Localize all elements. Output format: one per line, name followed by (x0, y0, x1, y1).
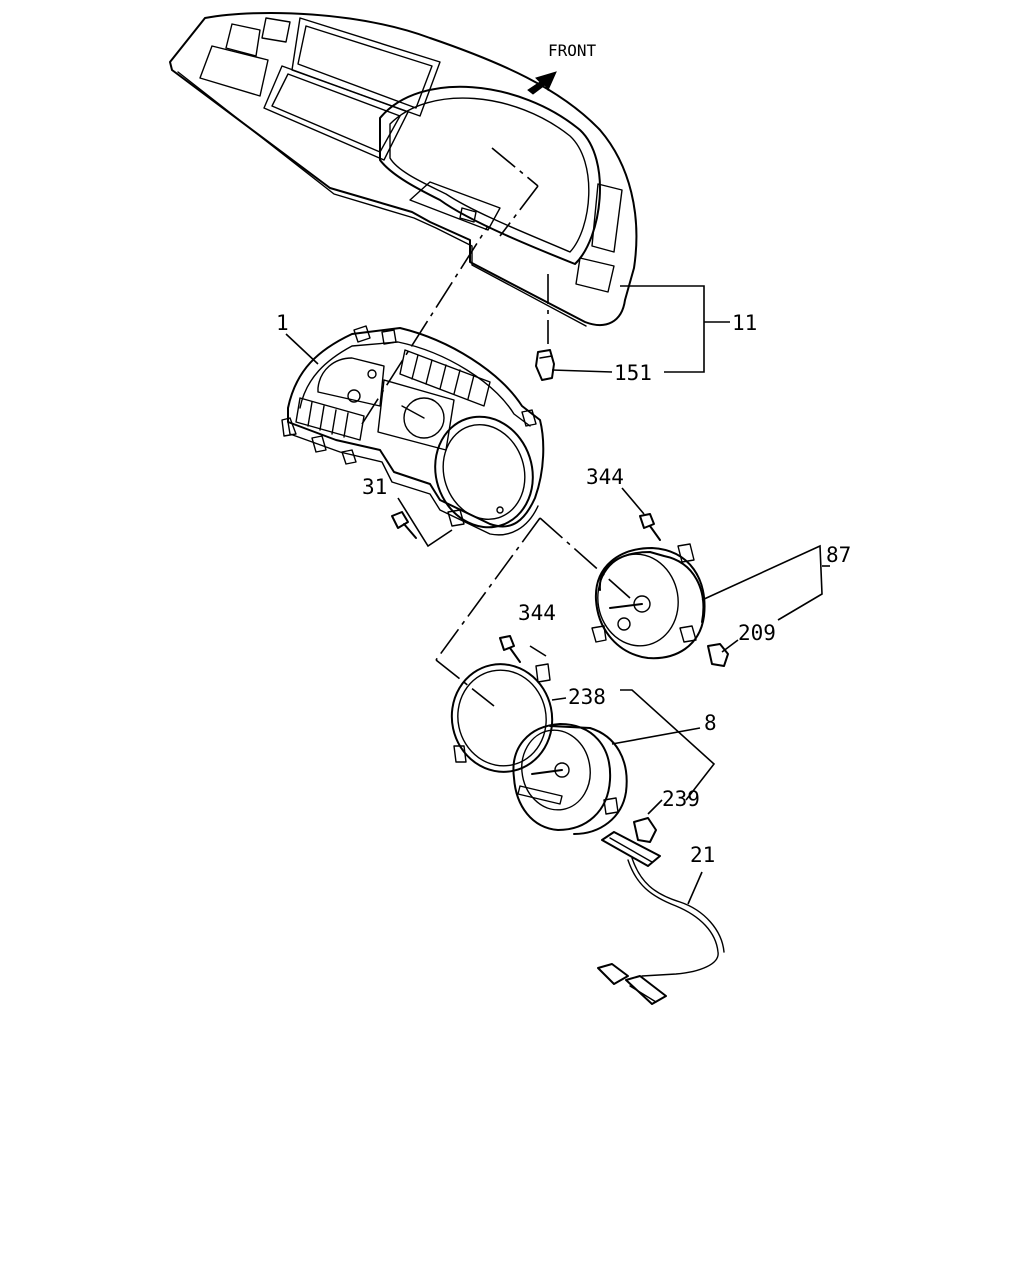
callout-31: 31 (362, 475, 387, 499)
callout-11: 11 (732, 311, 757, 335)
callout-344-upper: 344 (586, 465, 624, 489)
meter-case-assembly (281, 325, 545, 536)
instrument-panel-cover (169, 11, 638, 327)
assembly-lines (361, 147, 631, 707)
screw-344-upper (639, 513, 661, 541)
front-direction-arrow: FRONT (527, 41, 597, 95)
clip-part (535, 349, 555, 381)
callout-239: 239 (662, 787, 700, 811)
callout-1: 1 (276, 311, 289, 335)
callout-151: 151 (614, 361, 652, 385)
callout-344-lower: 344 (518, 601, 556, 625)
wire-harness (597, 831, 725, 1005)
callout-8: 8 (704, 711, 717, 735)
callout-labels: 1 11 151 31 344 87 209 344 238 8 239 21 (276, 311, 851, 867)
front-label: FRONT (548, 41, 597, 60)
screw-344-lower (499, 635, 521, 663)
tachometer-gauge (591, 543, 706, 660)
lens-ring (450, 663, 554, 773)
bulb-209 (707, 643, 729, 667)
bulb-239 (633, 817, 657, 843)
screw-31 (391, 511, 417, 539)
callout-21: 21 (690, 843, 715, 867)
leader-lines (285, 285, 830, 905)
callout-209: 209 (738, 621, 776, 645)
speedometer-gauge (512, 723, 628, 835)
callout-238: 238 (568, 685, 606, 709)
callout-87: 87 (826, 543, 851, 567)
